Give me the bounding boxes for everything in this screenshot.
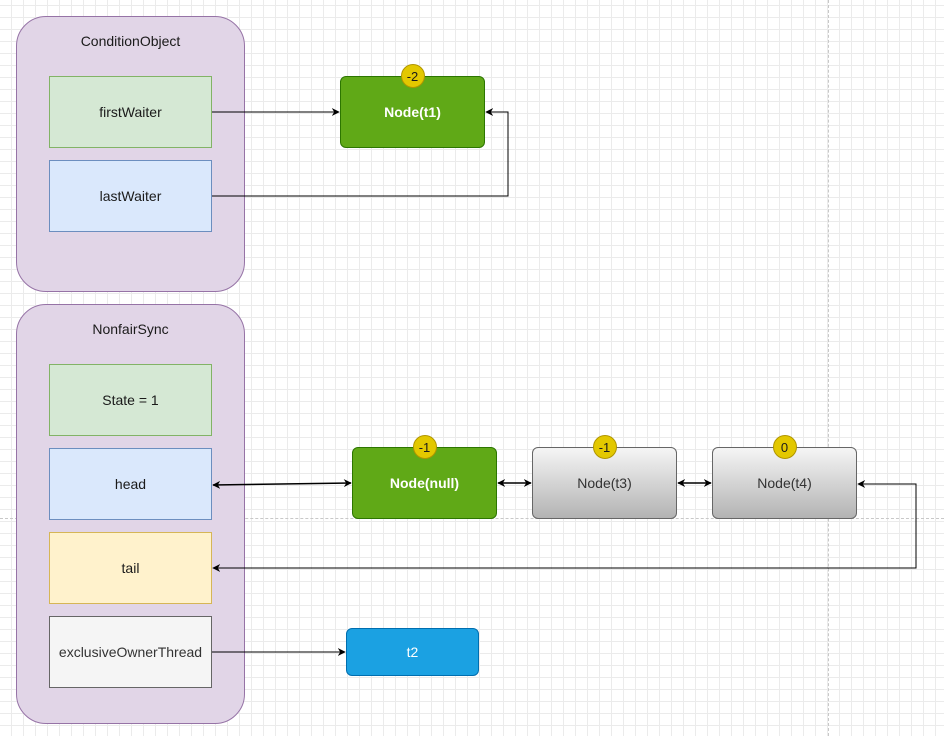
node-t3-wait-status-badge: -1 [592,435,617,459]
node-t2[interactable]: t2 [346,628,479,676]
edge-last-waiter-to-node-t1 [212,108,509,197]
first-waiter-field[interactable]: firstWaiter [49,76,212,148]
tail-field[interactable]: tail [49,532,212,604]
node-null-wait-status-badge: -1 [412,435,437,459]
head-field[interactable]: head [49,448,212,520]
edge-head-node-null [212,479,352,489]
state-field[interactable]: State = 1 [49,364,212,436]
condition-object-title: ConditionObject [80,33,181,49]
condition-object-container[interactable]: ConditionObject [16,16,245,292]
nonfair-sync-title: NonfairSync [92,321,169,337]
page-break-vertical [828,0,829,736]
node-t1-label: Node(t1) [384,104,441,120]
last-waiter-field[interactable]: lastWaiter [49,160,212,232]
node-t1-wait-status-badge: -2 [400,64,425,88]
node-t2-label: t2 [406,644,419,660]
edge-node-t4-tail [212,480,917,572]
node-t1[interactable]: Node(t1) -2 [340,64,485,148]
node-t4-wait-status-badge: 0 [772,435,797,459]
exclusive-owner-thread-field[interactable]: exclusiveOwnerThread [49,616,212,688]
